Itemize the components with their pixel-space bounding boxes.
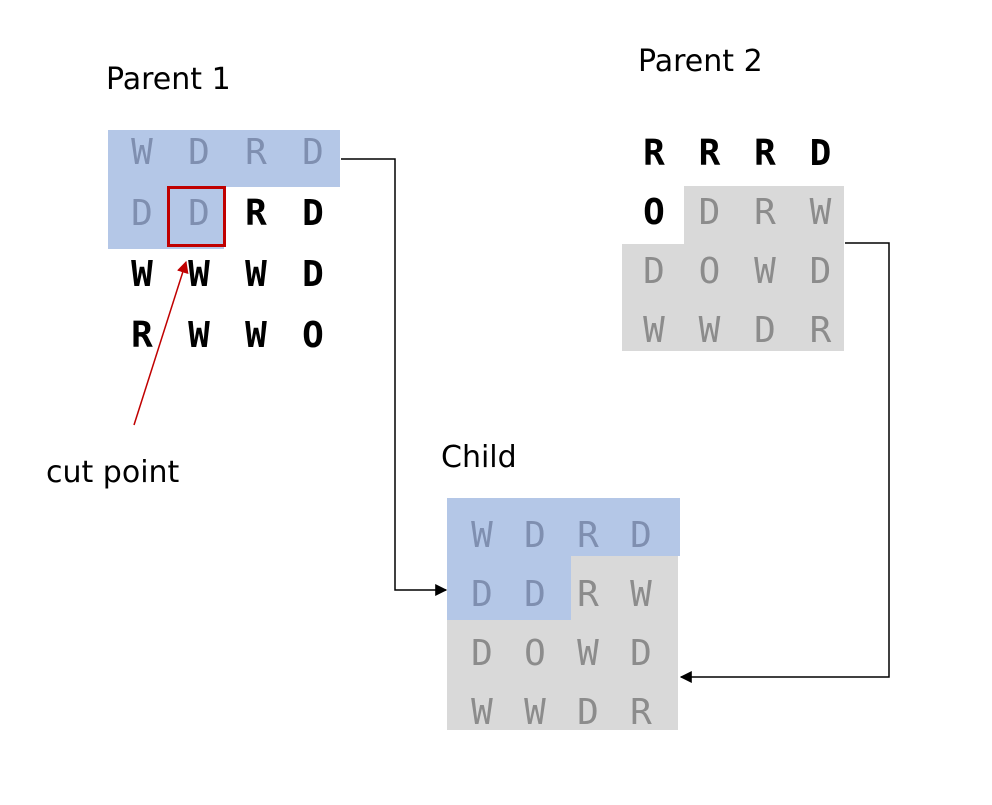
child-cell-r3c1: D (471, 633, 493, 674)
parent2-cell-r1c1: R (643, 133, 665, 174)
parent1-cell-r1c4: D (302, 132, 324, 173)
parent1-cell-r4c1: R (131, 315, 153, 356)
child-cell-r2c3: R (577, 574, 599, 615)
cut-point-label: cut point (46, 455, 180, 490)
parent1-highlight-row1 (108, 130, 340, 187)
child-cell-r4c2: W (524, 692, 546, 733)
child-cell-r3c3: W (577, 633, 599, 674)
parent2-cell-r3c2: O (698, 251, 721, 292)
child-cell-r4c3: D (577, 692, 599, 733)
child-cell-r1c3: R (577, 515, 599, 556)
parent2-cell-r2c3: R (754, 192, 776, 233)
parent2-cell-r3c1: D (643, 251, 665, 292)
parent1-cell-r4c4: O (302, 315, 324, 356)
parent1-cell-r3c3: W (245, 254, 267, 295)
parent1-cell-r1c3: R (245, 132, 267, 173)
child-highlight-row2 (447, 556, 571, 620)
parent2-cell-r2c1: O (643, 192, 665, 233)
child-cell-r3c2: O (524, 633, 546, 674)
parent1-cell-r1c2: D (188, 132, 210, 173)
child-cell-r2c2: D (524, 574, 546, 615)
child-title: Child (441, 440, 517, 475)
parent1-cell-r1c1: W (131, 132, 153, 173)
parent1-cell-r3c1: W (131, 254, 153, 295)
child-cell-r2c1: D (471, 574, 493, 615)
parent2-cell-r4c1: W (643, 310, 665, 351)
parent1-cell-r4c2: W (188, 315, 210, 356)
cut-point-box (167, 186, 226, 247)
child-cell-r1c4: D (630, 515, 652, 556)
parent1-cell-r3c2: W (188, 254, 210, 295)
parent1-cell-r2c2: D (188, 193, 210, 234)
child-cell-r4c4: R (630, 692, 652, 733)
child-cell-r1c2: D (524, 515, 546, 556)
parent1-cell-r4c3: W (245, 315, 267, 356)
parent2-cell-r2c2: D (698, 192, 721, 233)
parent2-cell-r3c4: D (809, 251, 832, 292)
parent1-highlight-row2 (108, 187, 224, 249)
parent2-cell-r4c2: W (698, 310, 721, 351)
parent1-cell-r2c1: D (131, 193, 153, 234)
parent2-cell-r2c4: W (809, 192, 832, 233)
parent1-cell-r2c3: R (245, 193, 267, 234)
parent1-cell-r3c4: D (302, 254, 324, 295)
child-gray-rows34 (447, 620, 678, 730)
parent2-cell-r1c3: R (754, 133, 776, 174)
parent2-title: Parent 2 (638, 44, 763, 79)
parent2-cell-r3c3: W (754, 251, 776, 292)
parent2-highlight-row2 (684, 186, 844, 244)
parent2-cell-r1c4: D (809, 133, 832, 174)
parent2-cell-r4c4: R (809, 310, 832, 351)
child-cell-r2c4: W (630, 574, 652, 615)
parent1-title: Parent 1 (106, 62, 231, 97)
child-cell-r3c4: D (630, 633, 652, 674)
child-highlight-row1 (447, 498, 680, 556)
child-gray-row2 (571, 556, 678, 620)
parent1-cell-r2c4: D (302, 193, 324, 234)
parent2-cell-r4c3: D (754, 310, 776, 351)
child-cell-r1c1: W (471, 515, 493, 556)
child-cell-r4c1: W (471, 692, 493, 733)
arrow-parent1-to-child (341, 158, 448, 596)
parent2-cell-r1c2: R (698, 133, 721, 174)
